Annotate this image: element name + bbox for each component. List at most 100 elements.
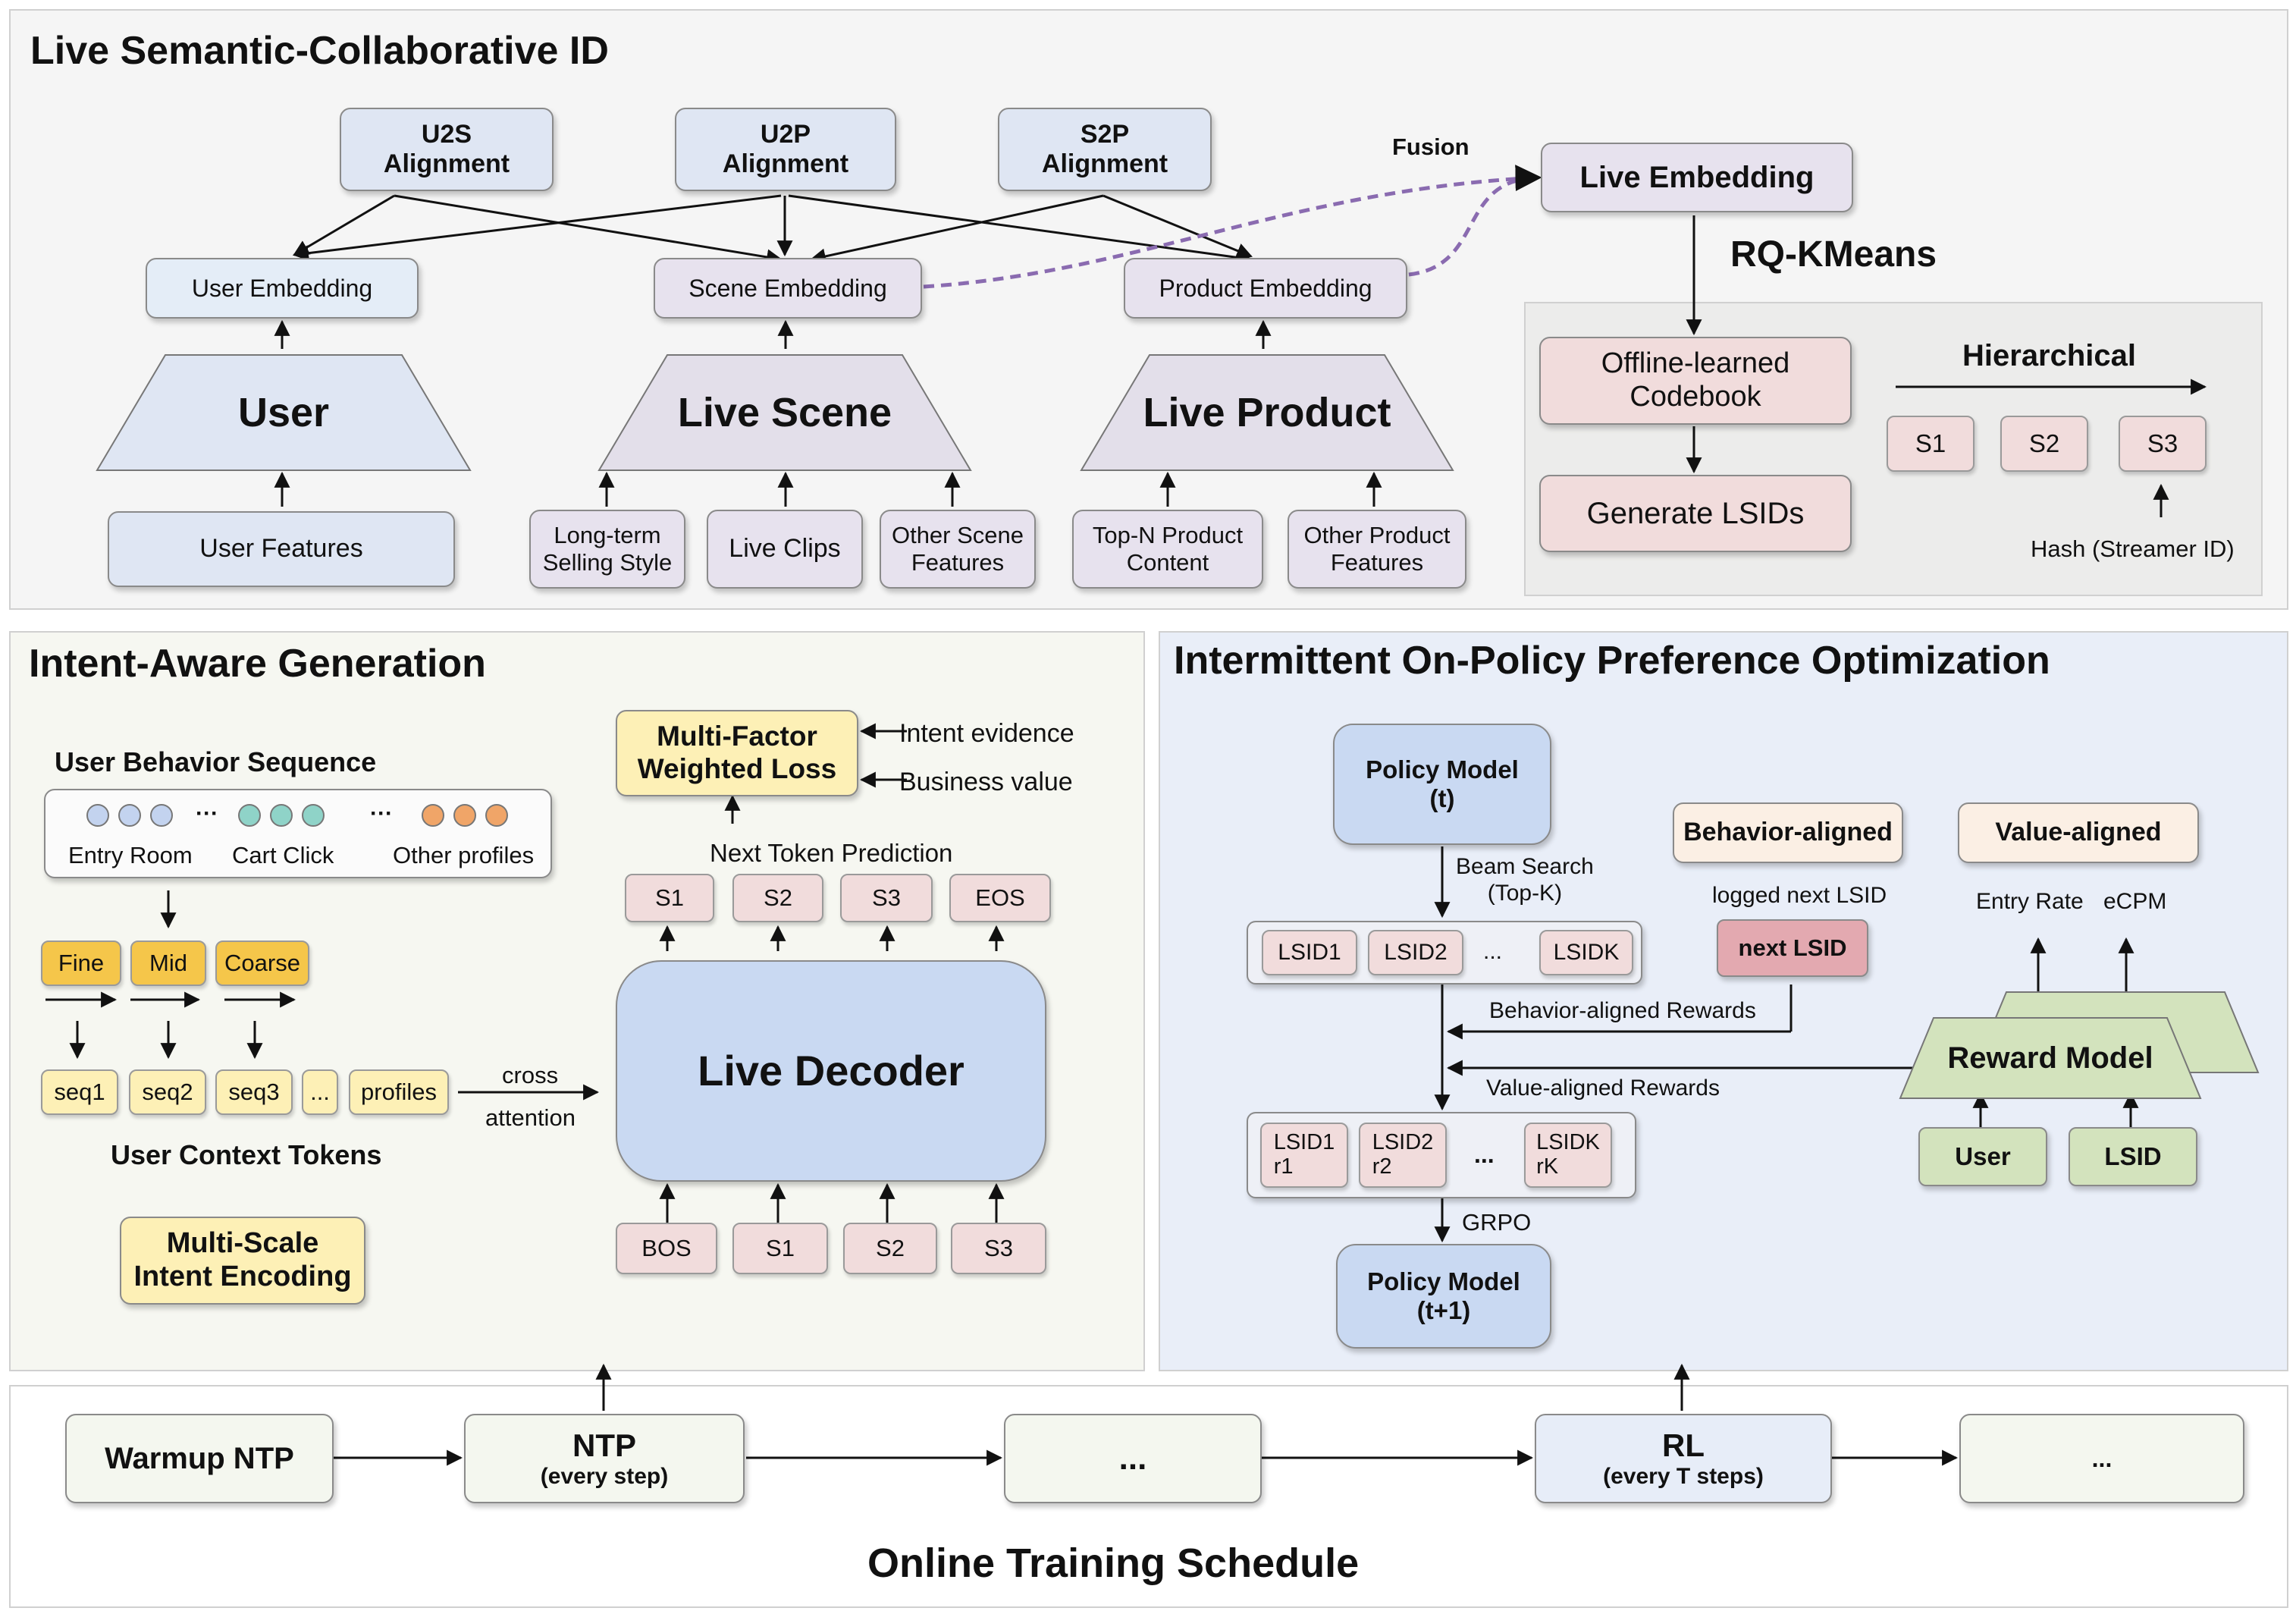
attention-label: attention [485,1104,576,1131]
entry-dot-1 [86,804,109,827]
live-embedding-box: Live Embedding [1541,143,1853,212]
output-token-s3: S3 [840,874,933,922]
cart-click-label: Cart Click [232,842,334,868]
candidate-lsidk: LSIDK [1539,930,1633,975]
value-rewards-label: Value-aligned Rewards [1486,1076,1720,1101]
product-encoder-label: Live Product [1143,390,1391,435]
product-embedding-box: Product Embedding [1124,258,1407,319]
input-token-s1: S1 [732,1223,828,1274]
output-token-eos: EOS [949,874,1051,922]
live-clips-box: Live Clips [707,510,863,589]
scored-lsid2: LSID2 r2 [1359,1123,1447,1188]
schedule-title: Online Training Schedule [867,1540,1360,1586]
context-token-profiles: profiles [349,1069,449,1115]
reward-model-label: Reward Model [1947,1041,2153,1075]
policy-model-t1-box: Policy Model (t+1) [1336,1244,1551,1349]
sequence-ellipsis-1: ··· [196,801,218,826]
reward-model-trapezoid: Reward Model [1899,1016,2202,1100]
logged-next-lsid-label: logged next LSID [1712,883,1887,908]
product-encoder-trapezoid: Live Product [1080,353,1454,472]
policy-model-t-box: Policy Model (t) [1333,724,1551,845]
scene-encoder-trapezoid: Live Scene [598,353,972,472]
multi-scale-intent-box: Multi-Scale Intent Encoding [120,1217,365,1305]
ellipsis-box-2: ... [1959,1414,2244,1503]
scale-mid: Mid [130,941,206,986]
scored-ellipsis: ... [1474,1141,1495,1168]
rl-label: RL [1662,1427,1705,1463]
rl-sub-label: (every T steps) [1603,1463,1764,1489]
value-aligned-box: Value-aligned [1958,802,2199,863]
input-token-s2: S2 [843,1223,937,1274]
ellipsis-box-1: ... [1004,1414,1262,1503]
hierarchical-label: Hierarchical [1962,339,2137,372]
cross-label: cross [502,1062,559,1088]
behavior-rewards-label: Behavior-aligned Rewards [1489,998,1756,1023]
selling-style-box: Long-term Selling Style [529,510,685,589]
reward-user-box: User [1918,1127,2047,1186]
generate-lsids-box: Generate LSIDs [1539,475,1852,552]
preference-title: Intermittent On-Policy Preference Optimi… [1174,639,2050,683]
context-tokens-title: User Context Tokens [111,1139,382,1170]
scale-fine: Fine [41,941,121,986]
next-token-prediction-label: Next Token Prediction [710,839,953,867]
ntp-box: NTP (every step) [464,1414,745,1503]
other-profiles-label: Other profiles [393,842,535,868]
scene-encoder-shape [598,354,972,471]
scene-encoder-label: Live Scene [677,390,892,435]
s2p-alignment-box: S2P Alignment [998,108,1212,191]
business-value-label: Business value [899,768,1073,796]
product-encoder-shape [1080,354,1454,471]
rl-box: RL (every T steps) [1535,1414,1832,1503]
behavior-sequence-title: User Behavior Sequence [55,746,377,777]
input-token-bos: BOS [616,1223,717,1274]
entry-rate-label: Entry Rate [1976,889,2084,914]
scored-lsidk: LSIDK rK [1524,1123,1612,1188]
warmup-ntp-box: Warmup NTP [65,1414,334,1503]
rq-kmeans-label: RQ-KMeans [1730,234,1937,275]
ntp-label: NTP [572,1427,636,1463]
generation-title: Intent-Aware Generation [29,642,486,686]
profile-dot-1 [422,804,444,827]
multi-factor-loss-box: Multi-Factor Weighted Loss [616,710,858,796]
cart-dot-3 [302,804,325,827]
candidate-ellipsis: ... [1483,939,1503,964]
context-token-seq3: seq3 [215,1069,293,1115]
next-lsid-box: next LSID [1717,919,1868,977]
output-token-s1: S1 [625,874,714,922]
fusion-label: Fusion [1392,133,1470,160]
candidate-lsid1: LSID1 [1262,930,1357,975]
cart-dot-2 [270,804,293,827]
top-n-product-box: Top-N Product Content [1072,510,1263,589]
user-features-box: User Features [108,511,455,587]
u2s-alignment-box: U2S Alignment [340,108,554,191]
user-encoder-shape [96,354,472,471]
intent-evidence-label: Intent evidence [899,719,1074,748]
profile-dot-3 [485,804,508,827]
user-embedding-box: User Embedding [146,258,419,319]
semantic-id-title: Live Semantic-Collaborative ID [30,29,609,73]
sid-chip-s2: S2 [2000,416,2088,472]
output-token-s2: S2 [732,874,823,922]
scale-coarse: Coarse [215,941,309,986]
u2p-alignment-box: U2P Alignment [675,108,896,191]
reward-model-shape [1899,1017,2202,1099]
live-decoder-box: Live Decoder [616,960,1046,1182]
codebook-box: Offline-learned Codebook [1539,337,1852,425]
other-product-features-box: Other Product Features [1288,510,1466,589]
hash-label: Hash (Streamer ID) [2031,535,2235,562]
reward-lsid-box: LSID [2069,1127,2197,1186]
beam-search-label: Beam Search (Top-K) [1456,854,1594,906]
sid-chip-s3: S3 [2119,416,2207,472]
entry-dot-2 [118,804,141,827]
input-token-s3: S3 [951,1223,1046,1274]
sid-chip-s1: S1 [1887,416,1974,472]
behavior-aligned-box: Behavior-aligned [1673,802,1903,863]
ntp-sub-label: (every step) [540,1463,669,1489]
context-token-seq1: seq1 [41,1069,118,1115]
user-encoder-trapezoid: User [96,353,472,472]
grpo-label: GRPO [1462,1209,1532,1236]
other-scene-features-box: Other Scene Features [880,510,1036,589]
behavior-sequence-box [44,789,552,878]
entry-dot-3 [150,804,173,827]
